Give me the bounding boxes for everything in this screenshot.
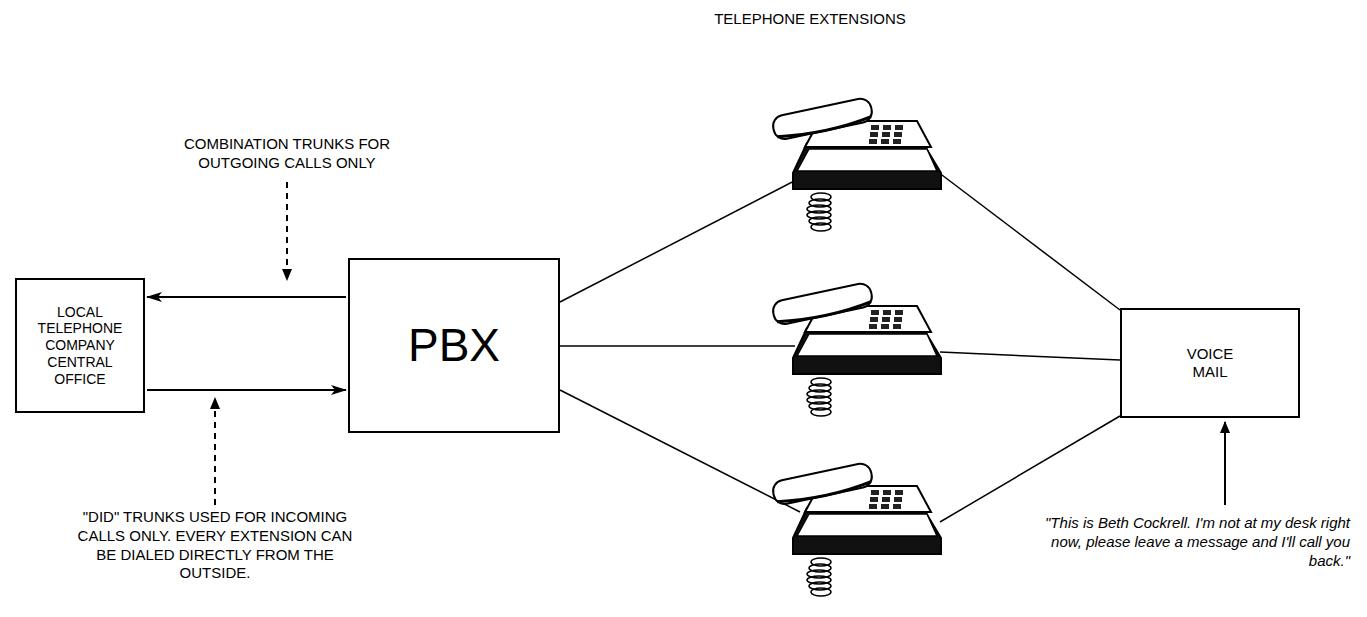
telephone-icon <box>771 97 941 231</box>
trunk-arrow <box>147 296 346 298</box>
callout-note: COMBINATION TRUNKS FOR OUTGOING CALLS ON… <box>160 135 414 173</box>
system-box: PBX <box>348 258 560 433</box>
callout-note: "DID" TRUNKS USED FOR INCOMING CALLS ONL… <box>70 508 360 583</box>
box-label: LOCAL TELEPHONE COMPANY CENTRAL OFFICE <box>25 304 135 388</box>
callout-arrows <box>215 182 1225 505</box>
telephone-icon <box>771 462 941 596</box>
diagram-title: TELEPHONE EXTENSIONS <box>660 10 960 29</box>
box-label: VOICE MAIL <box>1170 345 1250 381</box>
voicemail-greeting: "This is Beth Cockrell. I'm not at my de… <box>1040 514 1350 570</box>
system-box: VOICE MAIL <box>1120 308 1300 418</box>
trunk-arrow <box>147 389 346 391</box>
telephone-icon <box>771 282 941 416</box>
box-label: PBX <box>408 318 500 373</box>
system-box: LOCAL TELEPHONE COMPANY CENTRAL OFFICE <box>15 278 145 413</box>
